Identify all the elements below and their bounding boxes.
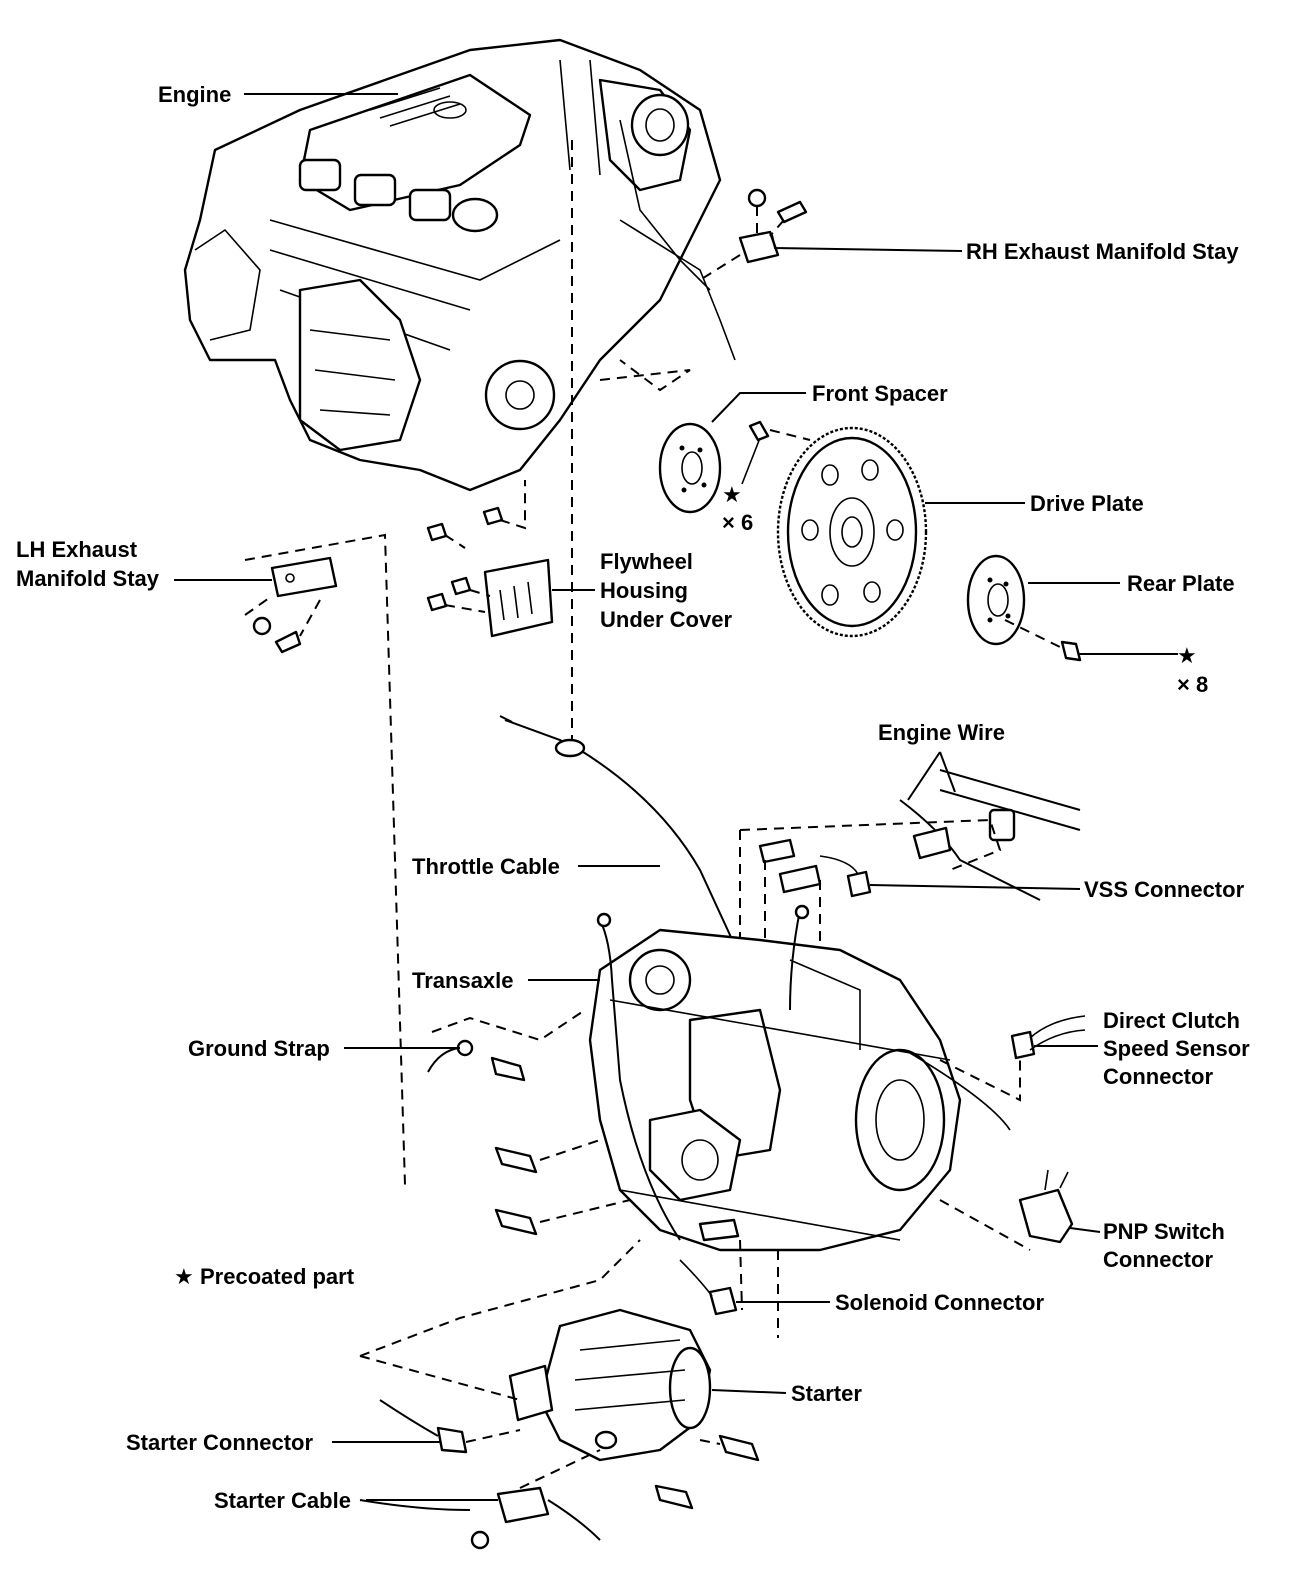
front-spacer-label: Front Spacer: [812, 381, 948, 406]
transaxle-label: Transaxle: [412, 968, 514, 993]
starter-connector-label: Starter Connector: [126, 1430, 313, 1455]
solenoid-connector-drawing: [679, 1239, 779, 1338]
rh-exhaust-manifold-stay-drawing: [699, 188, 808, 281]
ground-strap-drawing: [427, 1009, 586, 1082]
direct-clutch-speed-sensor-connector-label-line-2: Speed Sensor: [1103, 1036, 1250, 1061]
starter-cable-label: Starter Cable: [214, 1488, 351, 1513]
vss-connector-drawing: [758, 838, 872, 960]
flywheel-housing-under-cover-label-line-1: Flywheel: [600, 549, 693, 574]
pnp-switch-connector-label-line-1: PNP Switch: [1103, 1219, 1225, 1244]
drive-plate-bolt-count: × 6: [722, 510, 753, 535]
throttle-cable-label: Throttle Cable: [412, 854, 560, 879]
ground-strap-label: Ground Strap: [188, 1036, 330, 1061]
transaxle-bolts-drawing: [494, 1139, 740, 1242]
starter-connector-drawing: [379, 1399, 521, 1454]
direct-clutch-speed-sensor-connector-label-line-3: Connector: [1103, 1064, 1213, 1089]
flywheel-housing-under-cover-label-line-2: Housing: [600, 578, 688, 603]
flywheel-housing-under-cover-drawing: [426, 480, 554, 638]
rear-plate-drawing: [966, 554, 1082, 662]
precoat-star-icon: ★: [1177, 643, 1197, 668]
direct-clutch-speed-sensor-connector-label-line-1: Direct Clutch: [1103, 1008, 1240, 1033]
starter-drawing: [359, 1239, 760, 1510]
drive-plate-drawing: [776, 426, 928, 638]
transaxle-drawing: [588, 904, 1011, 1252]
engine-wire-drawing: [739, 769, 1081, 960]
rh-exhaust-manifold-stay-label: RH Exhaust Manifold Stay: [966, 239, 1239, 264]
engine-label: Engine: [158, 82, 231, 107]
starter-cable-drawing: [359, 1449, 601, 1550]
vss-connector-label: VSS Connector: [1084, 877, 1245, 902]
flywheel-housing-under-cover-label-line-3: Under Cover: [600, 607, 732, 632]
pnp-switch-connector-label-line-2: Connector: [1103, 1247, 1213, 1272]
throttle-cable-drawing: [499, 140, 771, 1081]
precoat-star-icon: ★: [722, 482, 742, 507]
engine-drawing: [183, 38, 736, 492]
precoat-star-icon: ★: [174, 1264, 194, 1289]
starter-label: Starter: [791, 1381, 862, 1406]
lh-exhaust-manifold-stay-label-line-2: Manifold Stay: [16, 566, 160, 591]
lh-exhaust-manifold-stay-drawing: [244, 533, 406, 1186]
precoat-legend-label: Precoated part: [200, 1264, 355, 1289]
lh-exhaust-manifold-stay-label-line-1: LH Exhaust: [16, 537, 138, 562]
drive-plate-label: Drive Plate: [1030, 491, 1144, 516]
solenoid-connector-label: Solenoid Connector: [835, 1290, 1044, 1315]
front-spacer-drawing: [658, 420, 811, 514]
engine-wire-label: Engine Wire: [878, 720, 1005, 745]
leader-lines: [174, 93, 1178, 1501]
rear-plate-bolt-count: × 8: [1177, 672, 1208, 697]
rear-plate-label: Rear Plate: [1127, 571, 1235, 596]
direct-clutch-speed-sensor-connector-drawing: [939, 1015, 1086, 1102]
pnp-switch-connector-drawing: [939, 1169, 1074, 1251]
